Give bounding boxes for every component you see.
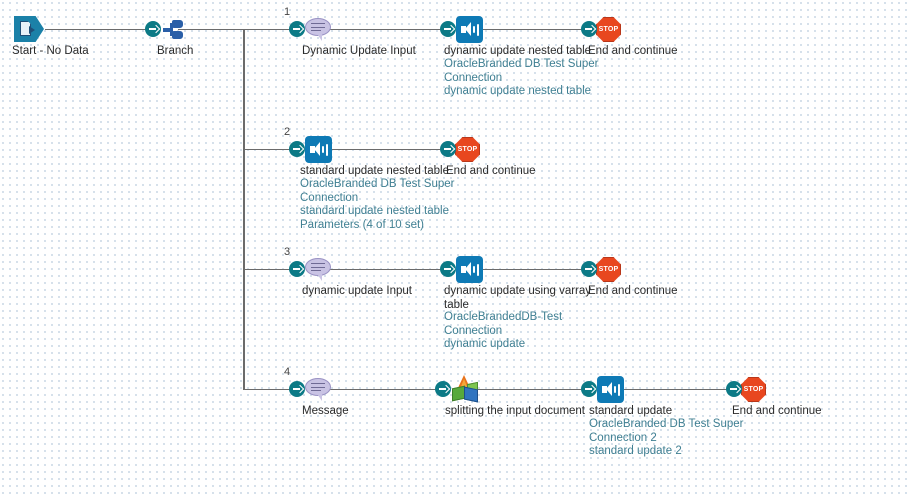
- branch3-database-sublabel: OracleBrandedDB-Test Connection dynamic …: [444, 311, 563, 350]
- branch1-database-sublabel: OracleBranded DB Test Super Connection d…: [444, 58, 599, 97]
- arrow-circle-icon: [435, 381, 451, 397]
- arrow-circle-icon: [440, 261, 456, 277]
- connector-branch1-row: [243, 29, 296, 30]
- arrow-circle-icon: [581, 21, 597, 37]
- arrow-circle-icon: [289, 261, 305, 277]
- branch-label: Branch: [157, 45, 194, 57]
- arrow-circle-icon: [581, 261, 597, 277]
- branch-number-3: 3: [284, 246, 291, 258]
- branch3-stop-label: End and continue: [588, 285, 678, 297]
- database-connector-icon: [456, 16, 483, 43]
- branch4-database-label: standard update: [589, 405, 673, 417]
- connector-branch2-row: [243, 149, 296, 150]
- arrow-circle-icon: [289, 21, 305, 37]
- branch4-database-sublabel: OracleBranded DB Test Super Connection 2…: [589, 418, 744, 457]
- connector-branch-to-trunk: [178, 29, 244, 30]
- branch4-message-label: Message: [302, 405, 349, 417]
- start-label: Start - No Data: [12, 45, 89, 57]
- node-branch[interactable]: [145, 18, 189, 42]
- arrow-circle-icon: [440, 21, 456, 37]
- stop-glyph-text: STOP: [743, 386, 764, 393]
- node-branch4-stop[interactable]: STOP: [726, 377, 766, 402]
- stop-glyph-text: STOP: [457, 146, 478, 153]
- connector-branch3-seg2: [322, 269, 446, 270]
- arrow-circle-icon: [440, 141, 456, 157]
- stop-icon: STOP: [596, 17, 621, 42]
- branch2-database-sublabel: OracleBranded DB Test Super Connection s…: [300, 178, 455, 231]
- branch-number-4: 4: [284, 366, 291, 378]
- message-bubble-icon: [304, 377, 332, 403]
- message-bubble-icon: [304, 17, 332, 43]
- node-branch2-database[interactable]: [289, 136, 332, 163]
- node-start[interactable]: [14, 16, 44, 42]
- branch3-message-label: dynamic update Input: [302, 285, 412, 297]
- connector-branch2-seg2: [322, 149, 446, 150]
- stop-glyph-text: STOP: [598, 266, 619, 273]
- branch1-database-label: dynamic update nested table: [444, 45, 592, 57]
- node-branch3-message[interactable]: [289, 258, 332, 283]
- database-connector-icon: [597, 376, 624, 403]
- start-document-icon: [14, 16, 44, 42]
- arrow-circle-icon: [581, 381, 597, 397]
- branch-number-1: 1: [284, 6, 291, 18]
- stop-glyph-text: STOP: [598, 26, 619, 33]
- arrow-circle-icon: [289, 381, 305, 397]
- branch1-message-label: Dynamic Update Input: [302, 45, 416, 57]
- branch-icon: [163, 18, 189, 42]
- connector-branch4-seg3: [472, 389, 587, 390]
- stop-icon: STOP: [455, 137, 480, 162]
- branch4-process-label: splitting the input document: [445, 405, 586, 417]
- message-bubble-icon: [304, 257, 332, 283]
- node-branch1-message[interactable]: [289, 18, 332, 43]
- node-branch3-database[interactable]: [440, 256, 483, 283]
- connector-trunk-vertical: [243, 29, 245, 389]
- stop-icon: STOP: [741, 377, 766, 402]
- connector-branch3-row: [243, 269, 296, 270]
- branch3-database-label: dynamic update using varray table: [444, 285, 592, 311]
- connector-start-to-branch: [45, 29, 149, 30]
- node-branch4-database[interactable]: [581, 376, 624, 403]
- connector-branch4-seg4: [617, 389, 732, 390]
- database-connector-icon: [456, 256, 483, 283]
- connector-branch4-row: [243, 389, 296, 390]
- connector-branch1-seg2: [322, 29, 446, 30]
- branch4-stop-label: End and continue: [732, 405, 822, 417]
- arrow-circle-icon: [289, 141, 305, 157]
- node-branch4-message[interactable]: [289, 378, 332, 403]
- node-branch3-stop[interactable]: STOP: [581, 257, 621, 282]
- stop-icon: STOP: [596, 257, 621, 282]
- branch-number-2: 2: [284, 126, 291, 138]
- database-connector-icon: [305, 136, 332, 163]
- node-branch2-stop[interactable]: STOP: [440, 137, 480, 162]
- connector-branch4-seg2: [322, 389, 441, 390]
- branch2-database-label: standard update nested table: [300, 165, 449, 177]
- node-branch4-process[interactable]: [435, 375, 481, 403]
- arrow-circle-icon: [145, 21, 161, 37]
- branch2-stop-label: End and continue: [446, 165, 536, 177]
- connector-branch1-seg3: [472, 29, 587, 30]
- arrow-circle-icon: [726, 381, 742, 397]
- branch1-stop-label: End and continue: [588, 45, 678, 57]
- data-process-icon: [451, 375, 481, 403]
- node-branch1-database[interactable]: [440, 16, 483, 43]
- node-branch1-stop[interactable]: STOP: [581, 17, 621, 42]
- connector-branch3-seg3: [472, 269, 587, 270]
